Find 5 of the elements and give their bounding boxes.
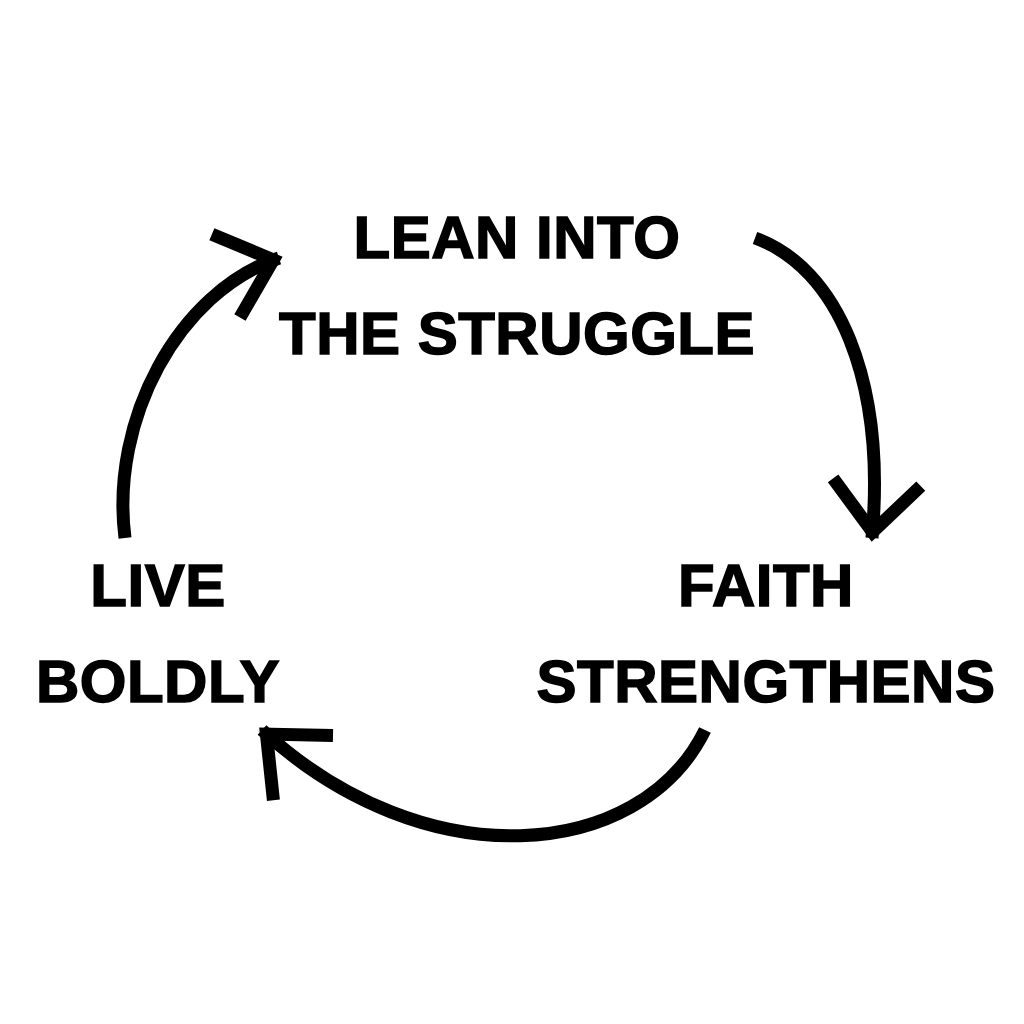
step-label: LEAN INTO THE STRUGGLE — [279, 190, 755, 382]
curved-arrow — [752, 232, 926, 539]
step-label: FAITH STRENGTHENS — [536, 538, 996, 730]
curved-arrow — [257, 724, 711, 843]
step-label: LIVE BOLDLY — [35, 538, 281, 730]
